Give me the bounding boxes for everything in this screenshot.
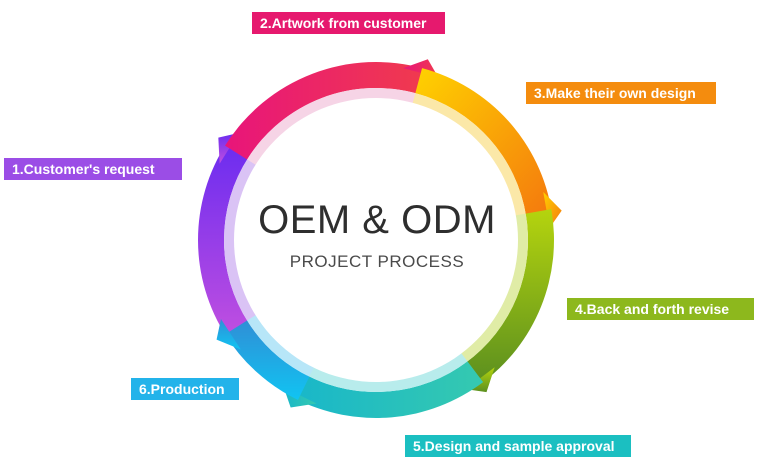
step-1-label: 1.Customer's request [4, 158, 182, 180]
cycle-segment-inner-6 [247, 314, 315, 377]
center-disc [234, 98, 518, 382]
cycle-segment-inner-2 [247, 87, 418, 166]
cycle-segment-inner-3 [412, 93, 527, 218]
step-2-label: 2.Artwork from customer [252, 12, 445, 34]
cycle-segment-1 [198, 143, 249, 337]
cycle-segment-5 [295, 361, 484, 419]
cycle-segment-3 [415, 68, 552, 217]
cycle-arrow-3 [543, 192, 562, 228]
cycle-segment-inner-5 [306, 352, 468, 392]
diagram-subtitle: PROJECT PROCESS [289, 252, 465, 271]
step-5-label: 5.Design and sample approval [405, 435, 631, 457]
cycle-segment-inner-4 [458, 213, 528, 363]
step-6-label: 6.Production [131, 378, 239, 400]
step-4-label: 4.Back and forth revise [567, 298, 754, 320]
cycle-arrow-6 [216, 318, 241, 350]
cycle-segment-2 [225, 61, 426, 160]
cycle-segment-6 [225, 320, 310, 400]
step-3-label: 3.Make their own design [526, 82, 716, 104]
cycle-segment-inner-1 [224, 157, 258, 323]
diagram-title: OEM & ODM [258, 198, 496, 242]
cycle-segment-4 [465, 209, 554, 385]
